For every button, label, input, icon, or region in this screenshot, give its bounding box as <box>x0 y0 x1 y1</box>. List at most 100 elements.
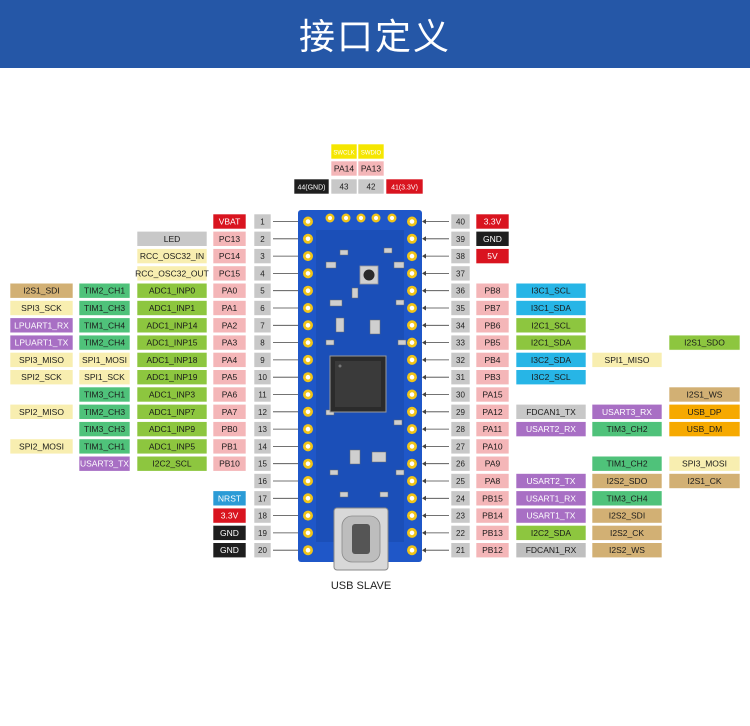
top-pin-port: PA14 <box>330 160 358 177</box>
pin-function-label: TIM2_CH1 <box>78 282 131 299</box>
pin-number-8-text: 8 <box>260 339 265 348</box>
pin-port-1-text: VBAT <box>219 217 241 227</box>
pin-arrow-head <box>422 478 426 484</box>
pin-port-35-text: PB7 <box>484 303 500 313</box>
pin-function-label-text: SPI2_MOSI <box>19 441 64 451</box>
pin-function-label-text: TIM3_CH4 <box>606 493 647 503</box>
pin-port-12: PA7 <box>212 403 247 420</box>
pin-function-label-text: SPI1_MISO <box>605 355 650 365</box>
pin-function-label: I2S2_WS <box>591 542 663 559</box>
pin-number-35-text: 35 <box>456 304 465 313</box>
pin-port-10-text: PA5 <box>222 372 238 382</box>
pin-number-25-text: 25 <box>456 477 465 486</box>
pin-function-label: I2S1_SDO <box>668 334 741 351</box>
pin-number-40: 40 <box>450 213 471 230</box>
pin-function-label: I2S1_CK <box>668 473 741 489</box>
pin-arrow-head <box>422 461 426 467</box>
pin-function-label: RCC_OSC32_OUT <box>135 265 209 282</box>
pin-function-label: USB_DP <box>668 403 741 420</box>
pin-hole <box>409 513 415 518</box>
pin-number-30: 30 <box>450 386 471 403</box>
top-pin-number-text: 42 <box>367 183 376 192</box>
pin-number-4: 4 <box>253 265 272 282</box>
pin-port-36-text: PB8 <box>484 286 500 296</box>
pin-arrow-head <box>422 305 426 311</box>
pin-arrow-head <box>422 253 426 259</box>
pin-arrow-head <box>422 322 426 328</box>
pin-port-5: PA0 <box>212 282 247 299</box>
pin-number-22-text: 22 <box>456 529 465 538</box>
smd-component <box>369 319 381 335</box>
pin-port-9-text: PA4 <box>222 355 238 365</box>
pin-port-14: PB1 <box>212 438 247 455</box>
pin-port-39-text: GND <box>483 234 502 244</box>
pin-number-32: 32 <box>450 352 471 368</box>
pin-function-label-text: ADC1_INP15 <box>146 338 197 348</box>
pin-port-22-text: PB13 <box>482 528 503 538</box>
pin-arrow-head <box>422 288 426 294</box>
pin-function-label: TIM1_CH3 <box>78 300 131 316</box>
pin-hole <box>305 236 311 242</box>
pin-function-label: TIM1_CH2 <box>591 455 663 472</box>
pin-port-18-text: 3.3V <box>221 511 239 521</box>
pin-number-9-text: 9 <box>260 356 265 365</box>
pin-number-20: 20 <box>253 542 272 559</box>
pin-port-24: PB15 <box>475 490 510 507</box>
pin-function-label-text: ADC1_INP7 <box>149 407 196 417</box>
smd-component <box>339 491 349 498</box>
pin-function-label: RCC_OSC32_IN <box>136 248 208 264</box>
pin-port-3-text: PC14 <box>219 251 241 261</box>
pin-hole <box>305 219 311 224</box>
pin-hole <box>409 530 415 536</box>
pin-number-19: 19 <box>253 525 272 541</box>
pin-function-label-text: I2S2_SDI <box>609 511 645 521</box>
top-pin-gnd-text: 44(GND) <box>297 185 325 192</box>
pin-port-29-text: PA12 <box>482 407 502 417</box>
smd-component <box>329 469 339 476</box>
pin-port-24-text: PB15 <box>482 493 503 503</box>
pin-number-19-text: 19 <box>258 529 267 538</box>
pin-number-18-text: 18 <box>258 512 267 521</box>
pin-function-label-text: TIM1_CH2 <box>606 459 647 469</box>
pin-number-14-text: 14 <box>258 442 267 451</box>
pin-port-40-text: 3.3V <box>484 217 502 227</box>
pin-function-label: TIM3_CH1 <box>78 386 131 403</box>
pin-function-label: ADC1_INP18 <box>136 352 208 368</box>
pin-function-label: LPUART1_RX <box>9 317 74 334</box>
pin-port-34: PB6 <box>475 317 510 334</box>
smd-component <box>325 339 335 346</box>
pin-hole <box>409 496 415 501</box>
pin-port-17-text: NRST <box>218 493 241 503</box>
pin-hole <box>409 547 415 553</box>
pin-number-1: 1 <box>253 213 272 230</box>
top-pin-function: SWCLK <box>330 143 358 160</box>
pin-function-label: USART2_TX <box>515 473 587 489</box>
pin-port-25-text: PA8 <box>485 476 501 486</box>
pin-function-label: TIM2_CH4 <box>78 334 131 351</box>
pin-hole <box>305 513 311 518</box>
pin-arrow-head <box>422 270 426 276</box>
pin-port-31: PB3 <box>475 369 510 386</box>
pin-port-15-text: PB10 <box>219 459 240 469</box>
top-pin-number: 42 <box>357 178 385 195</box>
pin-function-label: ADC1_INP7 <box>136 403 208 420</box>
pin-function-label: FDCAN1_RX <box>515 542 587 559</box>
pin-port-30: PA15 <box>475 386 510 403</box>
pin-function-label: USART1_TX <box>515 507 587 524</box>
pin-port-18: 3.3V <box>212 507 247 524</box>
pin-arrow-head <box>422 426 426 432</box>
pin-number-5: 5 <box>253 282 272 299</box>
pin-number-26: 26 <box>450 455 471 472</box>
pin-number-38: 38 <box>450 248 471 264</box>
pin-port-27-text: PA10 <box>482 441 502 451</box>
pin-hole <box>305 444 311 449</box>
pin-number-12: 12 <box>253 403 272 420</box>
pin-number-9: 9 <box>253 352 272 368</box>
pin-function-label-text: I2S1_SDI <box>23 286 59 296</box>
pin-port-10: PA5 <box>212 369 247 386</box>
pin-function-label: TIM3_CH3 <box>78 421 131 437</box>
pin-hole <box>409 219 415 224</box>
pin-function-label: ADC1_INP5 <box>136 438 208 455</box>
pin-function-label-text: FDCAN1_RX <box>526 545 577 555</box>
pin-number-39: 39 <box>450 231 471 247</box>
